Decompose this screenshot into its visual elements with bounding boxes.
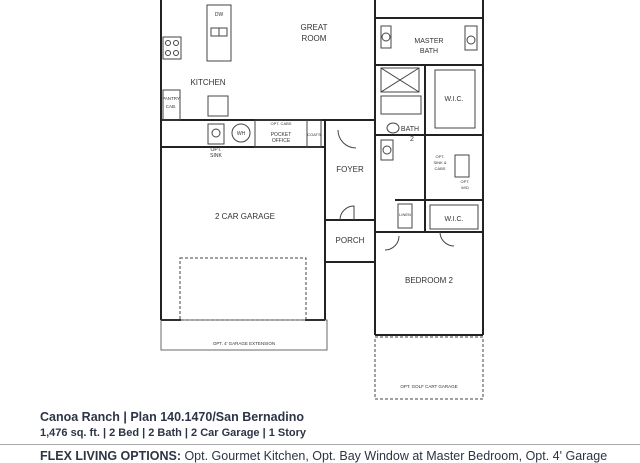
room-label-master-bath: MASTER: [414, 38, 443, 45]
note-golf-cart-garage: OPT. GOLF CART GARAGE: [400, 384, 457, 389]
shower-mark: [380, 67, 420, 93]
kitchen-island: [206, 4, 232, 62]
note-coats: COATS: [307, 132, 321, 137]
note-opt-sink: SINK: [210, 153, 222, 159]
door-swing: [384, 235, 400, 251]
room-label-pantry: CAB.: [166, 104, 177, 109]
note-opt-sink-cabs: SINK &: [433, 160, 446, 165]
refrigerator: [207, 95, 229, 117]
plan-specs: 1,476 sq. ft. | 2 Bed | 2 Bath | 2 Car G…: [40, 427, 307, 439]
note-opt-sink-cabs: OPT.: [436, 154, 445, 159]
burner: [173, 50, 179, 56]
wic-shelving: [434, 69, 476, 129]
opt-sink-basin: [211, 128, 221, 138]
note-dishwasher: DW: [215, 12, 224, 18]
door-swing: [337, 129, 357, 149]
vanity-basin: [381, 32, 391, 42]
note-pocket-office: OFFICE: [272, 138, 291, 144]
sink: [218, 27, 228, 37]
pantry-cabinet: [162, 89, 181, 121]
note-opt-cabs: OPT. CABS: [271, 121, 292, 126]
vanity-basin: [382, 145, 392, 155]
plan-title: Canoa Ranch | Plan 140.1470/San Bernadin…: [40, 410, 305, 424]
room-label-linen: LINEN: [399, 212, 411, 217]
room-label-kitchen: KITCHEN: [190, 78, 225, 87]
water-heater: [231, 123, 251, 143]
door-swing: [439, 231, 455, 247]
room-label-pantry: PANTRY: [162, 96, 180, 101]
laundry-sink: [454, 154, 470, 178]
room-label-wic: W.I.C.: [444, 216, 463, 223]
bathtub: [380, 95, 422, 115]
room-label-great-room: ROOM: [302, 34, 327, 43]
note-opt-wd: W/D: [461, 185, 469, 190]
vanity-sink: [380, 139, 394, 161]
divider: [0, 444, 640, 445]
wic-shelving: [429, 204, 479, 230]
room-label-wic: W.I.C.: [444, 96, 463, 103]
note-opt-sink: OPT.: [210, 147, 221, 153]
flex-options-text: Opt. Gourmet Kitchen, Opt. Bay Window at…: [180, 449, 608, 463]
cooktop: [162, 36, 182, 60]
room-label-bath-2: 2: [410, 136, 414, 143]
note-garage-extension: OPT. 4' GARAGE EXTENSION: [213, 341, 275, 346]
room-label-master-bath: BATH: [420, 48, 438, 55]
linen-closet: [397, 203, 413, 229]
flex-options: FLEX LIVING OPTIONS: Opt. Gourmet Kitche…: [40, 449, 607, 463]
room-label-foyer: FOYER: [336, 165, 364, 174]
flex-options-label: FLEX LIVING OPTIONS:: [40, 449, 181, 463]
room-label-garage: 2 CAR GARAGE: [215, 212, 275, 221]
room-label-bedroom-2: BEDROOM 2: [405, 276, 454, 285]
opt-sink-counter: [207, 123, 225, 145]
note-pocket-office: POCKET: [271, 132, 292, 138]
sink: [210, 27, 220, 37]
note-water-heater: WH: [237, 131, 246, 137]
vanity-sink: [380, 25, 392, 49]
burner: [165, 40, 171, 46]
burner: [165, 50, 171, 56]
golf-cart-garage: [374, 336, 484, 400]
coat-closet: [306, 119, 322, 148]
door-swing: [339, 205, 355, 221]
note-opt-wd: OPT.: [461, 179, 470, 184]
garage-extension: [160, 319, 328, 351]
floor-plan: GREAT ROOM MASTER BATH W.I.C. KITCHEN PA…: [160, 0, 484, 400]
burner: [173, 40, 179, 46]
garage-door: [179, 257, 307, 321]
note-opt-sink-cabs: CABS: [435, 166, 446, 171]
room-label-porch: PORCH: [336, 236, 365, 245]
room-label-bath-2: BATH: [401, 126, 419, 133]
shower: [380, 67, 420, 93]
toilet: [386, 122, 400, 134]
vanity-sink: [464, 25, 478, 51]
room-label-great-room: GREAT: [301, 23, 328, 32]
vanity-basin: [466, 35, 476, 45]
